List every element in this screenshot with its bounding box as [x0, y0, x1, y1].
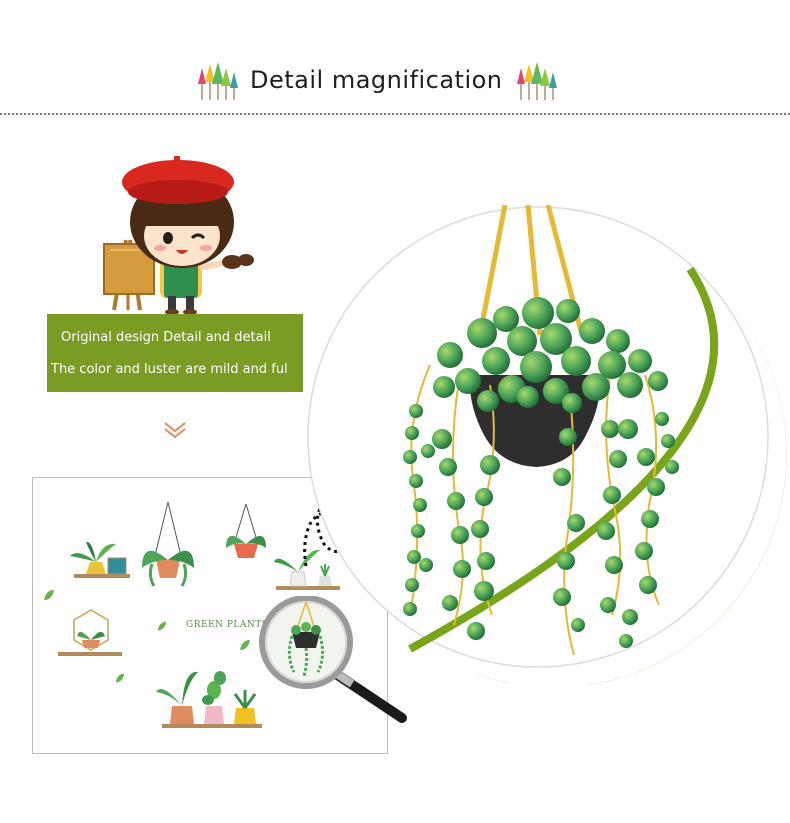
leaf-icon	[115, 673, 125, 683]
shelf-plants-bottom	[156, 671, 262, 728]
section-header: Detail magnification	[0, 52, 790, 112]
cartoon-girl-illustration	[103, 156, 254, 315]
hanging-plant-2	[226, 504, 266, 558]
magnifier-icon	[259, 596, 407, 723]
leaf-icon	[44, 590, 54, 600]
info-line-1: Original design Detail and detail	[61, 330, 271, 345]
leaf-icon	[240, 640, 250, 650]
tree-cluster-icon	[198, 62, 238, 100]
product-label: GREEN PLANTS	[186, 620, 269, 630]
page-title: Detail magnification	[250, 66, 503, 94]
tree-cluster-icon	[517, 62, 557, 100]
terrarium-plant	[58, 609, 122, 656]
shelf-plant-right	[274, 549, 340, 590]
feature-info-box: Original design Detail and detail The co…	[47, 314, 303, 392]
chevron-down-icon	[164, 422, 186, 439]
detail-circle	[307, 205, 787, 685]
dotted-divider	[0, 113, 790, 115]
shelf-plant-left	[70, 541, 130, 578]
leaf-icon	[157, 621, 167, 631]
info-line-2: The color and luster are mild and ful	[51, 362, 288, 377]
hanging-plant-1	[142, 502, 194, 587]
